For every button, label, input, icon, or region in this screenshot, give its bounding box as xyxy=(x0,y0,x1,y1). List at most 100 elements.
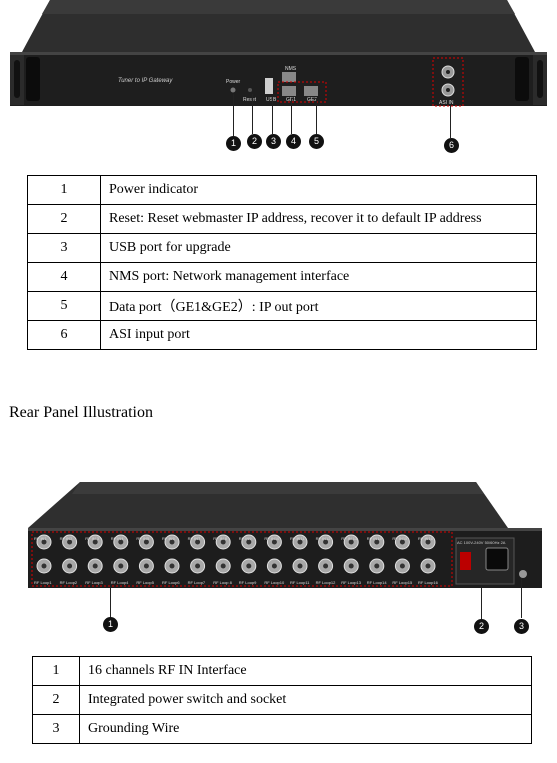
rear-callout-2: 2 xyxy=(474,619,489,634)
connector-pin xyxy=(118,539,124,545)
row-number: 2 xyxy=(27,204,101,234)
rf-in-label: RF IN15 xyxy=(392,536,408,541)
connector-pin xyxy=(195,539,201,545)
row-number: 3 xyxy=(27,233,101,263)
callout-line-5 xyxy=(316,98,317,134)
rf-in-label: RF IN 3 xyxy=(85,536,99,541)
rf-in-label: RF IN 13 xyxy=(341,536,358,541)
callout-6: 6 xyxy=(444,138,459,153)
rear-callout-line-1 xyxy=(110,588,111,620)
connector-pin xyxy=(41,563,47,569)
row-description: 16 channels RF IN Interface xyxy=(79,656,532,686)
connector-pin xyxy=(169,563,175,569)
rf-loop-label: RF Loop5 xyxy=(136,580,154,585)
rear-callout-3: 3 xyxy=(514,619,529,634)
front-panel-table: 1 Power indicator 2 Reset: Reset webmast… xyxy=(27,175,537,350)
connector-pin xyxy=(374,563,380,569)
connector-pin xyxy=(92,563,98,569)
rf-loop-label: RF Loop16 xyxy=(418,580,438,585)
rf-in-label: RF IN7 xyxy=(187,536,201,541)
connector-pin xyxy=(143,539,149,545)
rf-in-label: RF IN6 xyxy=(162,536,175,541)
rear-panel-heading: Rear Panel Illustration xyxy=(9,404,153,421)
row-description: NMS port: Network management interface xyxy=(100,262,537,292)
rf-in-label: RF IN12 xyxy=(315,536,331,541)
rf-in-label: RF IN16 xyxy=(418,536,433,541)
connector-pin xyxy=(143,563,149,569)
row-description: Reset: Reset webmaster IP address, recov… xyxy=(100,204,537,234)
rear-panel-device xyxy=(28,482,542,588)
rf-in-label: RF IN 8 xyxy=(213,536,227,541)
rf-loop-label: RF Loop9 xyxy=(238,580,257,585)
connector-pin xyxy=(220,539,226,545)
rear-callout-line-3 xyxy=(521,578,522,618)
table-row: 6 ASI input port xyxy=(27,320,537,350)
connector-pin xyxy=(425,563,431,569)
connector-pin xyxy=(271,539,277,545)
row-description: Grounding Wire xyxy=(79,714,532,744)
rf-loop-label: RF Loop10 xyxy=(264,580,285,585)
row-description: USB port for upgrade xyxy=(100,233,537,263)
connector-pin xyxy=(195,563,201,569)
rf-loop-label: RF Loop4 xyxy=(110,580,129,585)
connector-pin xyxy=(374,539,380,545)
table-row: 4 NMS port: Network management interface xyxy=(27,262,537,292)
table-row: 3 Grounding Wire xyxy=(32,714,532,744)
connector-pin xyxy=(297,539,303,545)
connector-pin xyxy=(92,539,98,545)
power-spec-label: AC 100V-240V 50/60Hz 2A xyxy=(457,540,506,545)
callout-2: 2 xyxy=(247,134,262,149)
connector-pin xyxy=(348,563,354,569)
usb-label: USB xyxy=(266,97,276,103)
connector-pin xyxy=(399,539,405,545)
rf-loop-label: RF Loop2 xyxy=(59,580,78,585)
brand-label: Tuner to IP Gateway xyxy=(118,78,173,84)
row-description: Integrated power switch and socket xyxy=(79,685,532,715)
rf-loop-label: RF Loop6 xyxy=(162,580,180,585)
connector-pin xyxy=(425,539,431,545)
rear-panel-table: 1 16 channels RF IN Interface 2 Integrat… xyxy=(32,656,532,744)
connector-pin xyxy=(169,539,175,545)
callout-line-1 xyxy=(233,94,234,136)
connector-pin xyxy=(246,539,252,545)
front-panel-device xyxy=(10,0,547,107)
table-row: 1 16 channels RF IN Interface xyxy=(32,656,532,686)
connector-pin xyxy=(246,563,252,569)
row-number: 1 xyxy=(32,656,80,686)
row-description: ASI input port xyxy=(100,320,537,350)
callout-5: 5 xyxy=(309,134,324,149)
power-label: Power xyxy=(226,79,241,85)
rf-loop-label: RF Loop14 xyxy=(366,580,387,585)
rf-loop-label: RF Loop7 xyxy=(187,580,206,585)
reset-label: Reset xyxy=(243,97,257,103)
row-number: 4 xyxy=(27,262,101,292)
rf-loop-label: RF Loop1 xyxy=(34,580,52,585)
rf-loop-label: RF Loop 8 xyxy=(213,580,232,585)
rf-loop-label: RF Loop12 xyxy=(315,580,336,585)
rf-loop-label: RF Loop11 xyxy=(290,580,310,585)
table-row: 3 USB port for upgrade xyxy=(27,233,537,263)
connector-pin xyxy=(67,539,73,545)
row-number: 1 xyxy=(27,175,101,205)
row-number: 2 xyxy=(32,685,80,715)
asi-in-label: ASI IN xyxy=(439,100,454,106)
callout-1: 1 xyxy=(226,136,241,151)
row-number: 3 xyxy=(32,714,80,744)
callout-3: 3 xyxy=(266,134,281,149)
rear-callout-line-2 xyxy=(481,588,482,620)
rf-in-label: RF IN1 xyxy=(34,536,47,541)
table-row: 2 Integrated power switch and socket xyxy=(32,685,532,715)
rf-in-label: RF IN4 xyxy=(110,536,124,541)
row-description: Power indicator xyxy=(100,175,537,205)
callout-line-3 xyxy=(272,96,273,134)
ge2-label: GE2 xyxy=(307,97,318,103)
connector-pin xyxy=(67,563,73,569)
bnc-connectors xyxy=(36,534,436,574)
callout-line-6 xyxy=(450,106,451,138)
rf-in-label: RF IN14 xyxy=(366,536,382,541)
rf-in-label: RF IN9 xyxy=(238,536,252,541)
rf-loop-label: RF Loop3 xyxy=(85,580,103,585)
rf-loop-label: RF Loop15 xyxy=(392,580,413,585)
connector-pin xyxy=(271,563,277,569)
rf-in-label: RF IN11 xyxy=(290,536,305,541)
